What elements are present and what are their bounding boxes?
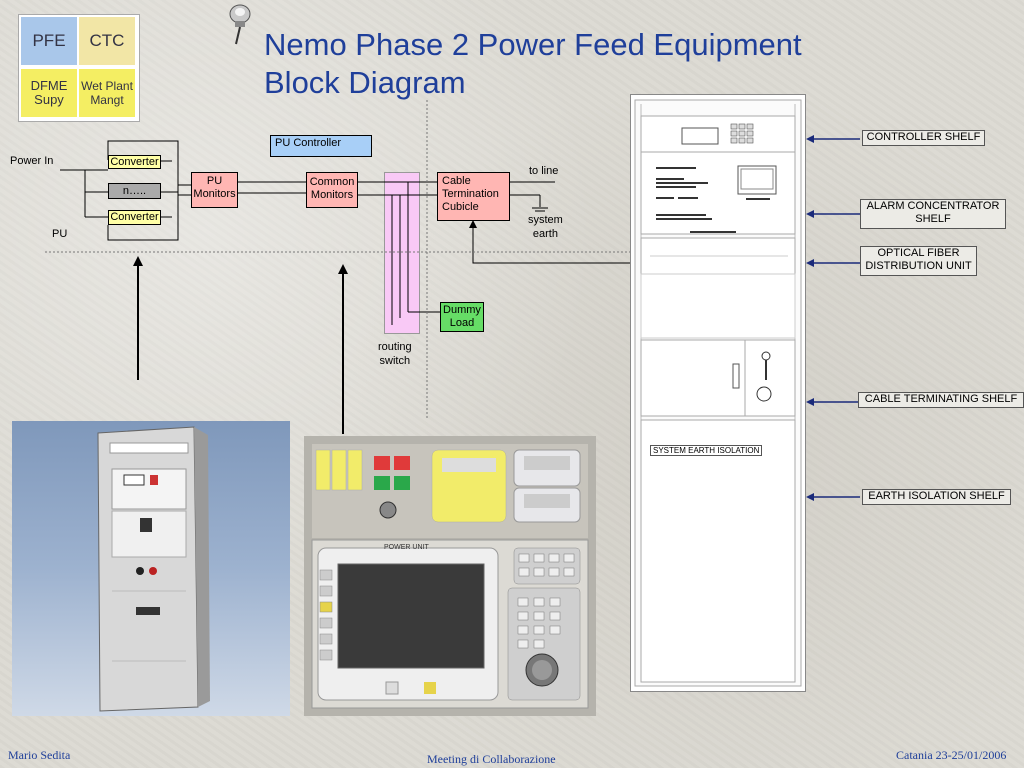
controller-shelf-label: CONTROLLER SHELF <box>862 130 985 146</box>
pu-controller-box: PU Controller <box>270 135 372 157</box>
pushpin-icon <box>229 4 251 45</box>
to-line-label: to line <box>529 165 559 177</box>
power-unit-label: POWER UNIT <box>384 544 429 551</box>
logo-ctc: CTC <box>79 17 135 65</box>
converter-top: Converter <box>108 155 161 169</box>
system-earth-isolation-label: SYSTEM EARTH ISOLATION <box>650 445 763 456</box>
footer-meeting: Meeting di Collaborazione <box>427 752 556 766</box>
cable-terminating-shelf-label: CABLE TERMINATING SHELF <box>858 392 1024 408</box>
power-in-label: Power In <box>10 155 54 167</box>
cabinet-drawing <box>630 94 806 692</box>
pu-label: PU <box>52 228 68 240</box>
power-unit-photo: POWER UNIT <box>304 436 596 716</box>
logo-pfe: PFE <box>21 17 77 65</box>
footer-author: Mario Sedita <box>8 748 71 762</box>
converter-n: n….. <box>108 183 161 199</box>
earth-isolation-shelf-label: EARTH ISOLATION SHELF <box>862 489 1011 505</box>
footer-place-date: Catania 23-25/01/2006 <box>896 748 1007 762</box>
converter-bottom: Converter <box>108 210 161 225</box>
cabinet-photo <box>12 421 290 716</box>
page-title: Nemo Phase 2 Power Feed Equipment Block … <box>264 27 802 100</box>
